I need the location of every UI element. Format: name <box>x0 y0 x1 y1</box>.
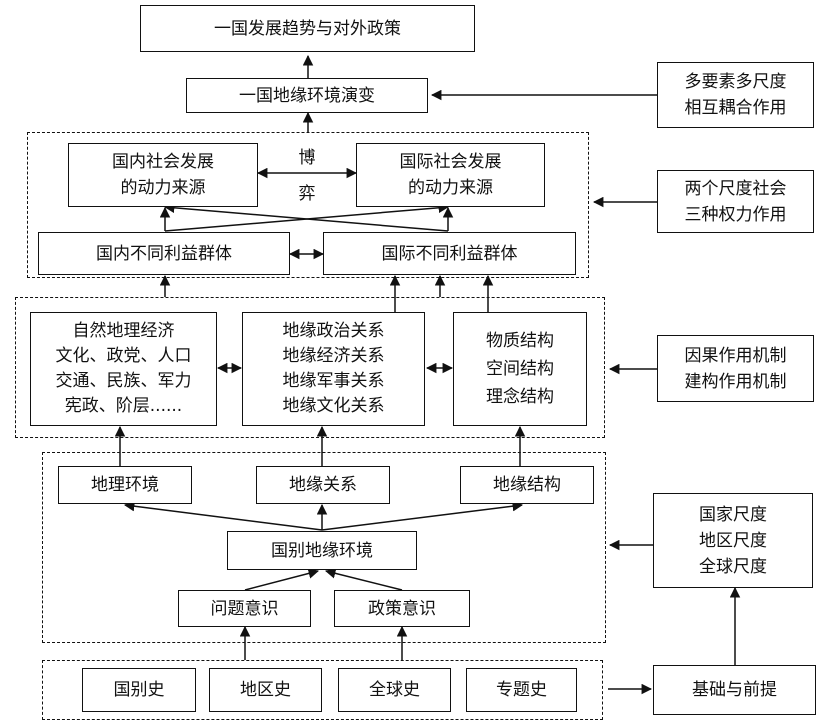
international-groups-box: 国际不同利益群体 <box>323 232 576 275</box>
foundation-box: 基础与前提 <box>653 665 816 715</box>
national-environment-text: 国别地缘环境 <box>271 540 373 561</box>
coupling-line-1: 多要素多尺度 <box>684 72 787 92</box>
game-label-bottom: 弈 <box>298 184 316 204</box>
arrow-policyaw-to-national <box>324 568 403 591</box>
geo-structure-text: 地缘结构 <box>493 475 561 495</box>
structures-line-2: 空间结构 <box>486 359 554 379</box>
scale-line-1: 国家尺度 <box>699 504 767 525</box>
mechanism-line-2: 建构作用机制 <box>684 371 787 392</box>
regional-history-box: 地区史 <box>209 668 322 712</box>
regional-history-text: 地区史 <box>240 680 291 700</box>
geo-relations-box: 地缘关系 <box>256 466 390 504</box>
domestic-groups-text: 国内不同利益群体 <box>96 243 232 264</box>
problem-awareness-box: 问题意识 <box>178 590 311 627</box>
geo-environment-box: 地理环境 <box>58 466 192 504</box>
evolution-text: 一国地缘环境演变 <box>239 85 375 106</box>
group-environment <box>42 452 606 643</box>
factors-line-4: 宪政、阶层...... <box>64 396 183 416</box>
arrow-intgroups-to-domsource <box>163 202 449 232</box>
arrow-problem-to-national <box>244 568 320 591</box>
arrow-national-to-geostruct <box>321 500 524 531</box>
evolution-box: 一国地缘环境演变 <box>186 78 428 113</box>
factors-line-1: 自然地理经济 <box>72 321 175 341</box>
national-history-box: 国别史 <box>82 668 196 712</box>
international-source-box: 国际社会发展 的动力来源 <box>356 143 545 207</box>
international-source-line-1: 国际社会发展 <box>399 152 502 172</box>
policy-awareness-text: 政策意识 <box>368 598 436 619</box>
power-line-2: 三种权力作用 <box>684 204 787 225</box>
factors-line-3: 交通、民族、军力 <box>55 371 192 391</box>
geo-structure-box: 地缘结构 <box>460 466 594 504</box>
international-groups-text: 国际不同利益群体 <box>381 243 518 264</box>
relations-line-2: 地缘经济关系 <box>282 346 385 366</box>
coupling-box: 多要素多尺度 相互耦合作用 <box>657 62 814 128</box>
group-dynamics <box>27 132 589 278</box>
group-history <box>42 660 603 720</box>
structures-line-3: 理念结构 <box>486 387 554 407</box>
domestic-source-line-1: 国内社会发展 <box>112 152 214 172</box>
coupling-line-2: 相互耦合作用 <box>684 98 787 118</box>
thematic-history-box: 专题史 <box>466 668 577 712</box>
geo-relations-text: 地缘关系 <box>289 475 357 495</box>
domestic-source-box: 国内社会发展 的动力来源 <box>68 143 258 207</box>
mechanism-box: 因果作用机制 建构作用机制 <box>657 335 814 402</box>
scale-line-2: 地区尺度 <box>699 530 767 551</box>
national-environment-box: 国别地缘环境 <box>227 531 417 570</box>
factors-line-2: 文化、政党、人口 <box>55 346 192 366</box>
structures-line-1: 物质结构 <box>486 331 554 351</box>
group-mechanism <box>15 297 605 438</box>
relations-line-1: 地缘政治关系 <box>282 321 385 341</box>
domestic-source-line-2: 的动力来源 <box>120 178 206 198</box>
power-box: 两个尺度社会 三种权力作用 <box>657 170 814 233</box>
global-history-box: 全球史 <box>338 668 451 712</box>
structures-box: 物质结构 空间结构 理念结构 <box>453 312 587 426</box>
policy-text: 一国发展趋势与对外政策 <box>214 18 401 39</box>
game-label-top: 博 <box>298 148 316 168</box>
policy-box: 一国发展趋势与对外政策 <box>140 5 475 52</box>
scale-line-3: 全球尺度 <box>699 556 767 577</box>
problem-awareness-text: 问题意识 <box>210 598 279 619</box>
global-history-text: 全球史 <box>369 680 420 700</box>
scale-box: 国家尺度 地区尺度 全球尺度 <box>653 493 813 588</box>
domestic-groups-box: 国内不同利益群体 <box>38 232 290 275</box>
foundation-text: 基础与前提 <box>692 680 777 700</box>
factors-box: 自然地理经济 文化、政党、人口 交通、民族、军力 宪政、阶层...... <box>30 312 217 426</box>
international-source-line-2: 的动力来源 <box>408 178 493 198</box>
thematic-history-text: 专题史 <box>496 680 547 700</box>
national-history-text: 国别史 <box>113 680 165 700</box>
policy-awareness-box: 政策意识 <box>334 590 470 627</box>
power-line-1: 两个尺度社会 <box>684 178 787 199</box>
relations-box: 地缘政治关系 地缘经济关系 地缘军事关系 地缘文化关系 <box>242 312 425 426</box>
relations-line-4: 地缘文化关系 <box>282 396 385 416</box>
geo-environment-text: 地理环境 <box>91 475 159 495</box>
mechanism-line-1: 因果作用机制 <box>684 345 787 366</box>
arrow-national-to-geoenv <box>123 500 323 531</box>
relations-line-3: 地缘军事关系 <box>282 371 385 391</box>
